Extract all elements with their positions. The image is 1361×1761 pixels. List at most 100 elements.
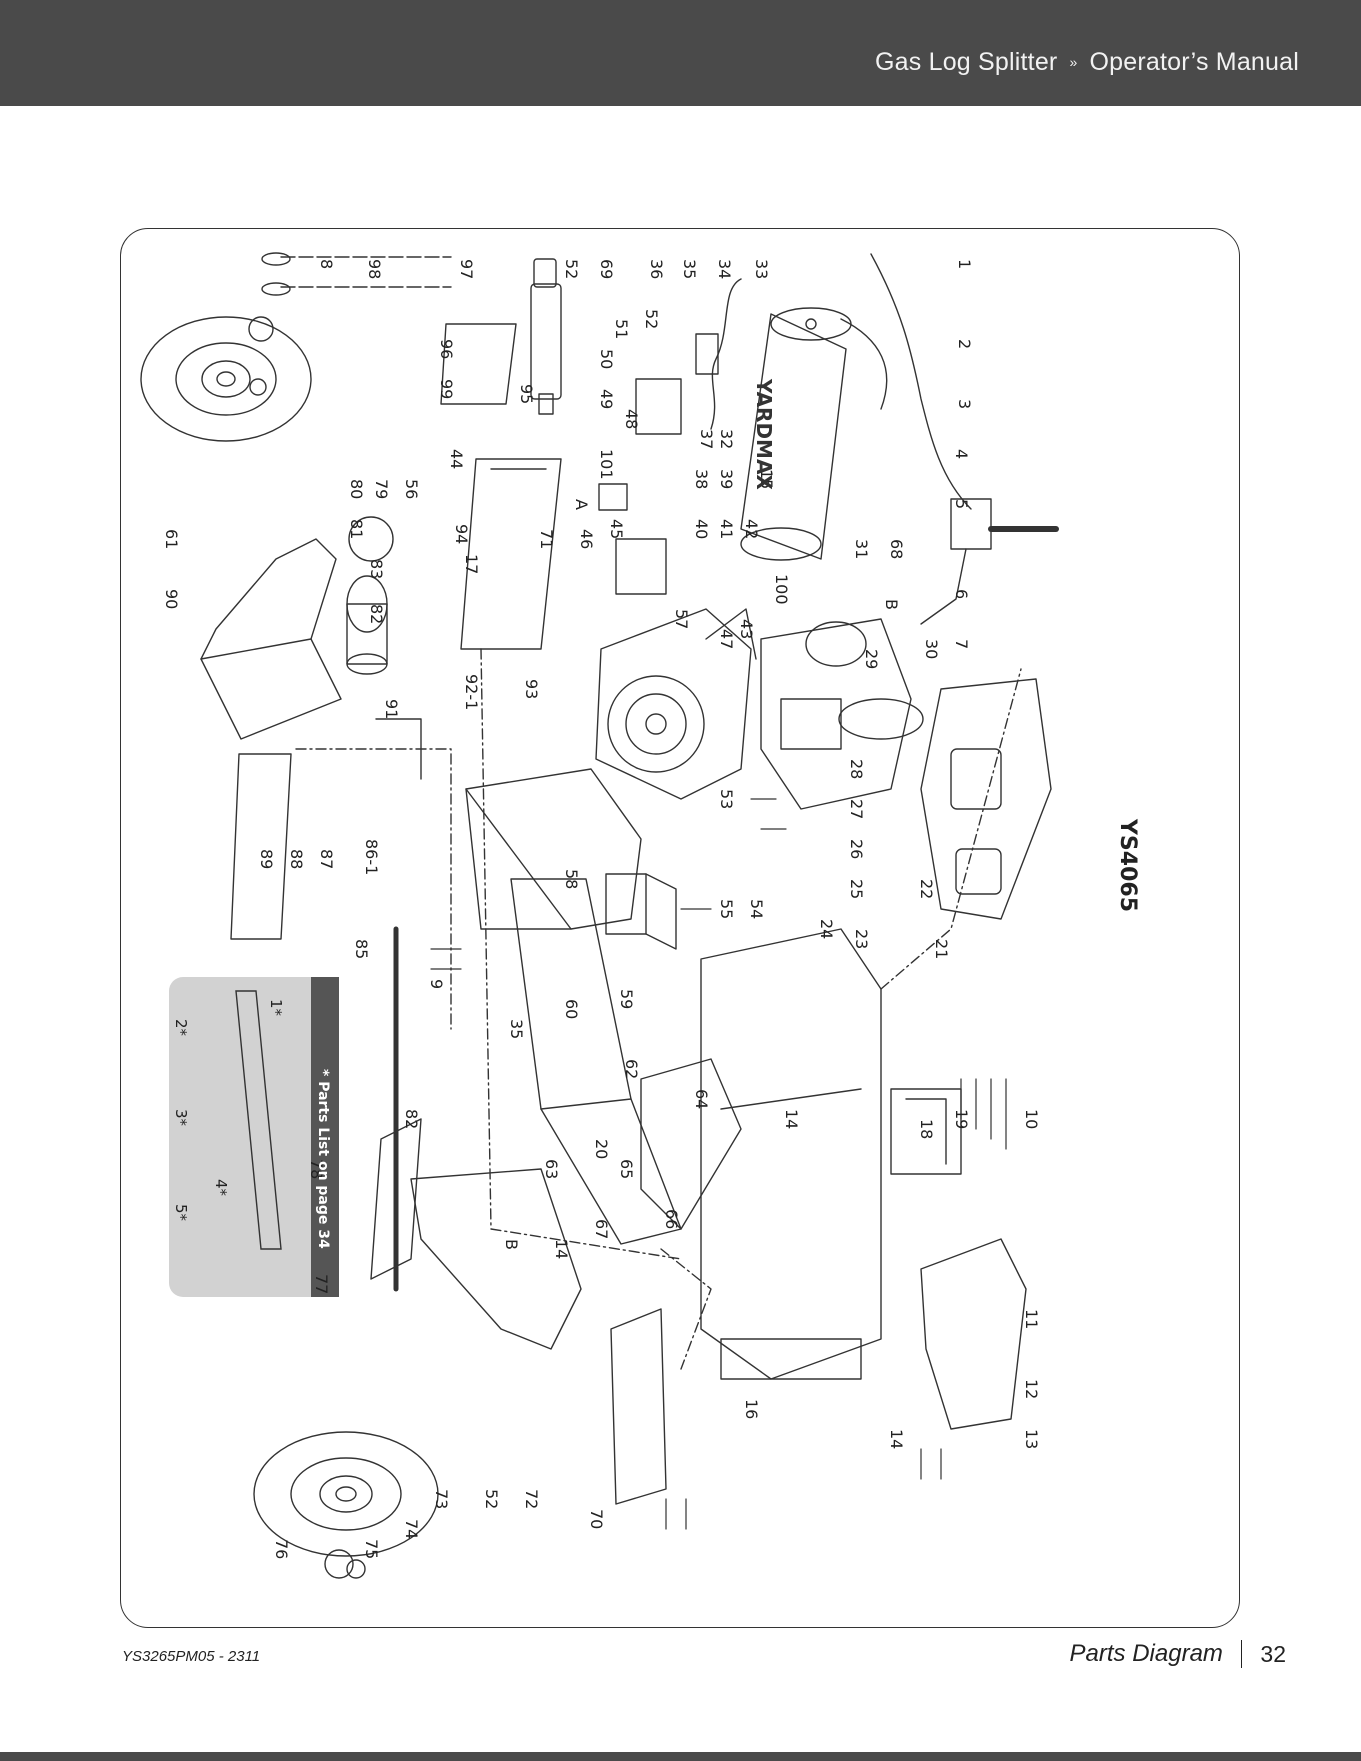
- callout-44: 44: [447, 449, 466, 469]
- parts-diagram-drawing: 8 98 97 52 69 36 35 34 33 1 51 52 50 49 …: [140, 252, 1140, 1579]
- callout-81: 81: [347, 519, 366, 539]
- header-manual: Operator’s Manual: [1089, 48, 1299, 76]
- callout-101: 101: [597, 449, 616, 480]
- callout-60: 60: [562, 999, 581, 1019]
- callout-42: 42: [742, 519, 761, 539]
- callout-20: 20: [592, 1139, 611, 1159]
- hydraulic-tank-icon: [740, 307, 852, 561]
- callout-32: 32: [717, 429, 736, 449]
- callout-38: 38: [692, 469, 711, 489]
- callout-17: 17: [462, 554, 481, 574]
- callout-27: 27: [847, 799, 866, 819]
- callout-89: 89: [257, 849, 276, 869]
- callout-70: 70: [587, 1509, 606, 1529]
- callout-91: 91: [382, 699, 401, 719]
- callout-35: 35: [680, 259, 699, 279]
- callout-77: 77: [312, 1274, 331, 1294]
- callout-80: 80: [347, 479, 366, 499]
- callout-61: 61: [162, 529, 181, 549]
- callout-50: 50: [597, 349, 616, 369]
- inset-note: * Parts List on page 34: [315, 1069, 331, 1249]
- callout-52: 52: [482, 1489, 501, 1509]
- callout-A: A: [572, 499, 591, 510]
- callout-90: 90: [162, 589, 181, 609]
- callout-48: 48: [622, 409, 641, 429]
- callout-14-right: 14: [782, 1109, 801, 1129]
- footer-right: Parts Diagram 32: [1070, 1640, 1286, 1668]
- callout-39: 39: [717, 469, 736, 489]
- callout-46: 46: [577, 529, 596, 549]
- hydraulic-cylinder-icon: [530, 258, 562, 415]
- header-separator: »: [1069, 54, 1078, 70]
- callout-99: 99: [437, 379, 456, 399]
- callout-75: 75: [362, 1539, 381, 1559]
- doc-code: YS3265PM05 - 2311: [122, 1648, 261, 1665]
- callout-63: 63: [542, 1159, 561, 1179]
- model-label: YS4065: [1115, 818, 1140, 912]
- callout-62: 62: [622, 1059, 641, 1079]
- callout-6: 6: [952, 589, 971, 599]
- callout-97: 97: [457, 259, 476, 279]
- callout-88: 88: [287, 849, 306, 869]
- callout-71: 71: [537, 529, 556, 549]
- callout-30: 30: [922, 639, 941, 659]
- callout-19: 19: [952, 1109, 971, 1129]
- callout-93: 93: [522, 679, 541, 699]
- callout-55: 55: [717, 899, 736, 919]
- bolt-icon: [430, 798, 1007, 1530]
- callout-23: 23: [852, 929, 871, 949]
- callout-8: 8: [317, 259, 336, 269]
- callout-96: 96: [437, 339, 456, 359]
- header-product: Gas Log Splitter: [875, 48, 1058, 76]
- callout-86-1: 86-1: [362, 839, 381, 875]
- callout-66: 66: [662, 1209, 681, 1229]
- callout-29: 29: [862, 649, 881, 669]
- section-title: Parts Diagram: [1069, 1640, 1223, 1667]
- callout-41: 41: [717, 519, 736, 539]
- callout-94: 94: [452, 524, 471, 544]
- callout-1: 1: [955, 259, 974, 269]
- callout-65: 65: [617, 1159, 636, 1179]
- callout-52: 52: [562, 259, 581, 279]
- header-title: Gas Log Splitter » Operator’s Manual: [875, 48, 1299, 77]
- callout-24: 24: [817, 919, 836, 939]
- callout-52: 52: [642, 309, 661, 329]
- callout-22: 22: [917, 879, 936, 899]
- callout-69: 69: [597, 259, 616, 279]
- callout-67: 67: [592, 1219, 611, 1239]
- callout-82b: 82: [402, 1109, 421, 1129]
- parts-diagram: 8 98 97 52 69 36 35 34 33 1 51 52 50 49 …: [120, 228, 1240, 1628]
- callout-72: 72: [522, 1489, 541, 1509]
- callout-33: 33: [752, 259, 771, 279]
- callout-73: 73: [432, 1489, 451, 1509]
- callout-54: 54: [747, 899, 766, 919]
- callout-26: 26: [847, 839, 866, 859]
- inset-callout-4: 4*: [212, 1179, 230, 1197]
- callout-83: 83: [367, 559, 386, 579]
- inset-callout-2: 2*: [172, 1019, 190, 1037]
- callout-74: 74: [402, 1519, 421, 1539]
- callout-34: 34: [715, 259, 734, 279]
- callout-2: 2: [955, 339, 974, 349]
- page-number: 32: [1260, 1640, 1286, 1667]
- callout-36: 36: [647, 259, 666, 279]
- header-bar: Gas Log Splitter » Operator’s Manual: [0, 0, 1361, 106]
- callout-3: 3: [955, 399, 974, 409]
- callout-B-right: B: [882, 599, 901, 610]
- callout-95: 95: [517, 384, 536, 404]
- callout-11: 11: [1022, 1309, 1041, 1329]
- inset-callout-3: 3*: [172, 1109, 190, 1127]
- footer-divider: [1240, 1640, 1243, 1668]
- callout-16: 16: [742, 1399, 761, 1419]
- callout-7: 7: [952, 639, 971, 649]
- callout-5: 5: [952, 499, 971, 509]
- callout-59: 59: [617, 989, 636, 1009]
- callout-100: 100: [772, 574, 791, 605]
- callout-85: 85: [352, 939, 371, 959]
- callout-47: 47: [717, 629, 736, 649]
- inset-callout-5: 5*: [172, 1204, 190, 1222]
- callout-98: 98: [365, 259, 384, 279]
- callout-13: 13: [1022, 1429, 1041, 1449]
- callout-53: 53: [717, 789, 736, 809]
- callout-92-1: 92-1: [462, 674, 481, 710]
